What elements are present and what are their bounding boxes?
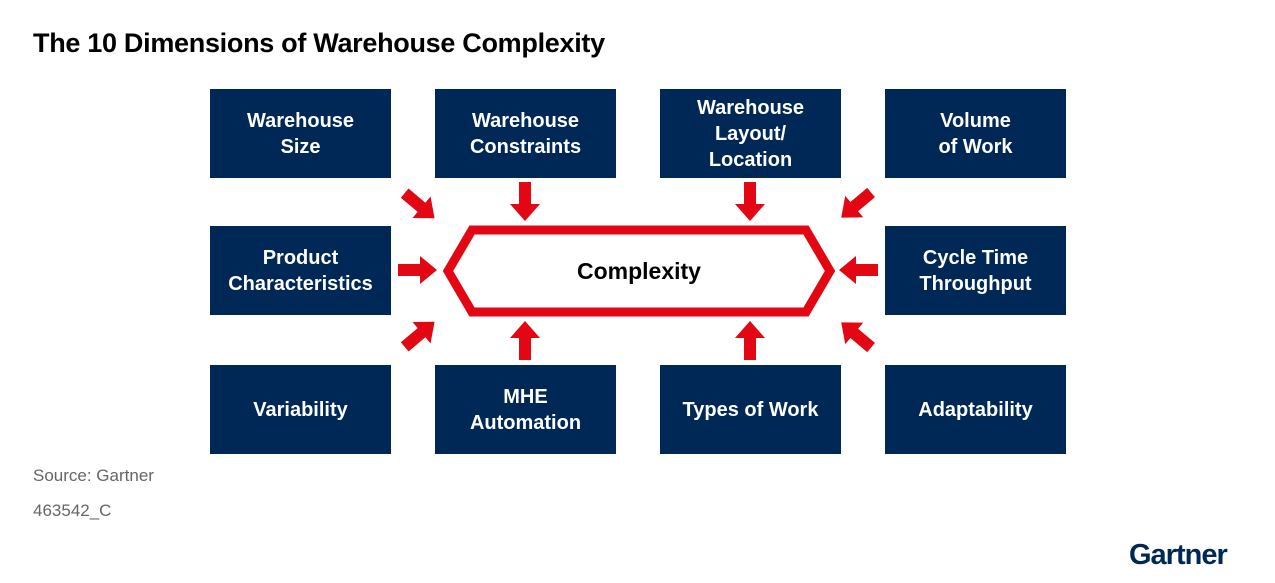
arrow-types	[735, 321, 765, 360]
complexity-label: Complexity	[577, 257, 701, 284]
complexity-hexagon	[442, 225, 836, 317]
arrow-size	[400, 188, 435, 219]
arrow-variability	[400, 321, 435, 352]
arrow-volume	[841, 187, 875, 218]
dimension-cycle-time-throughput: Cycle Time Throughput	[885, 226, 1066, 315]
arrow-adaptability	[841, 322, 875, 353]
source-note: Source: Gartner	[33, 466, 154, 485]
arrow-constraints	[510, 182, 540, 221]
gartner-logo: Gartner	[1129, 539, 1228, 571]
dimension-types-of-work: Types of Work	[660, 365, 841, 454]
dimension-adaptability: Adaptability	[885, 365, 1066, 454]
dimension-mhe-automation: MHE Automation	[435, 365, 616, 454]
dimension-product-characteristics: Product Characteristics	[210, 226, 391, 315]
arrow-product	[398, 256, 437, 284]
arrow-cycle	[839, 256, 878, 284]
arrow-layout	[735, 182, 765, 221]
dimension-volume-of-work: Volume of Work	[885, 89, 1066, 178]
document-id: 463542_C	[33, 501, 112, 520]
dimension-warehouse-layout-location: Warehouse Layout/ Location	[660, 89, 841, 178]
arrow-mhe	[510, 321, 540, 360]
dimension-warehouse-constraints: Warehouse Constraints	[435, 89, 616, 178]
page-title: The 10 Dimensions of Warehouse Complexit…	[33, 28, 605, 58]
dimension-variability: Variability	[210, 365, 391, 454]
dimension-warehouse-size: Warehouse Size	[210, 89, 391, 178]
